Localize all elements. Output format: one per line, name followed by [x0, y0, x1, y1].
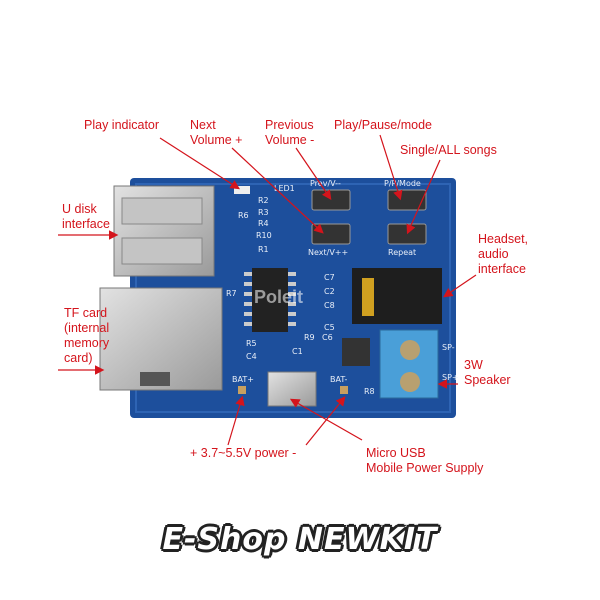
label-interface: interface [62, 217, 110, 231]
label-3w: 3W [464, 358, 483, 372]
micro-usb-port [267, 371, 317, 407]
label-volume-minus: Volume - [265, 133, 315, 147]
silk-r2: R2 [258, 196, 269, 205]
silk-r8: R8 [364, 387, 375, 396]
silk-c2: C2 [324, 287, 335, 296]
label-tf-card: TF card [64, 306, 108, 320]
silk-c1: C1 [292, 347, 303, 356]
main-ic [252, 268, 288, 332]
silk-sp-minus: SP- [442, 343, 455, 352]
usb-a-port [113, 185, 215, 277]
silk-c5: C5 [324, 323, 335, 332]
silk-r10: R10 [256, 231, 272, 240]
brand-watermark: E-Shop NEWKIT [162, 522, 438, 557]
silk-c4: C4 [246, 352, 257, 361]
silk-repeat: Repeat [388, 248, 416, 257]
silk-bat-minus: BAT- [330, 375, 347, 384]
label-speaker: Speaker [464, 373, 511, 387]
label-play-pause-mode: Play/Pause/mode [334, 118, 432, 132]
label-mobile-power: Mobile Power Supply [366, 461, 484, 475]
label-micro-usb: Micro USB [366, 446, 426, 460]
label-previous: Previous [265, 118, 314, 132]
silk-r7: R7 [226, 289, 237, 298]
label-volume-plus: Volume + [190, 133, 243, 147]
silk-c8: C8 [324, 301, 335, 310]
silk-r3: R3 [258, 208, 269, 217]
silk-bat-plus: BAT+ [232, 375, 254, 384]
silk-prev: Prev/V-- [310, 179, 341, 188]
label-u-disk: U disk [62, 202, 97, 216]
label-card: card) [64, 351, 93, 365]
silk-c6: C6 [322, 333, 333, 342]
label-memory: memory [64, 336, 110, 350]
silk-r5: R5 [246, 339, 257, 348]
annotation-arrows [58, 134, 477, 446]
label-next: Next [190, 118, 216, 132]
silk-r9: R9 [304, 333, 315, 342]
tf-card-slot [99, 287, 223, 391]
silk-r4: R4 [258, 219, 269, 228]
speaker-terminal [379, 329, 439, 399]
silk-sp-plus: SP+ [442, 373, 459, 382]
label-audio-interface: interface [478, 262, 526, 276]
label-power: + 3.7~5.5V power - [190, 446, 297, 460]
label-audio: audio [478, 247, 509, 261]
label-play-indicator: Play indicator [84, 118, 160, 132]
label-headset: Headset, [478, 232, 529, 246]
silk-ppmode: P/P/Mode [384, 179, 421, 188]
silk-led1: LED1 [274, 184, 295, 193]
silk-r6: R6 [238, 211, 249, 220]
silk-c7: C7 [324, 273, 335, 282]
silk-next: Next/V++ [308, 248, 348, 257]
label-internal: (internal [64, 321, 110, 335]
board-watermark: Poleit [254, 287, 303, 307]
silk-r1: R1 [258, 245, 269, 254]
label-single-all-songs: Single/ALL songs [400, 143, 497, 157]
